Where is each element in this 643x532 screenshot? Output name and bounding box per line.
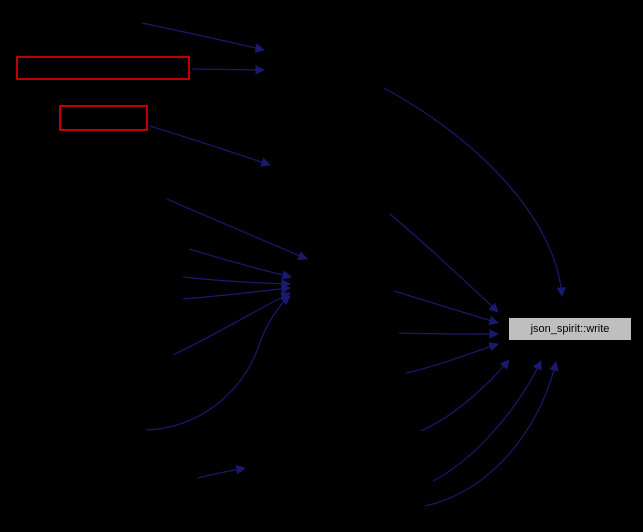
edge-12 — [393, 290, 499, 326]
edge-5 — [188, 248, 292, 280]
edge-10 — [383, 87, 567, 297]
edge-13 — [398, 329, 499, 339]
truncated-node-1[interactable] — [16, 56, 190, 80]
edge-7 — [182, 284, 291, 300]
edge-3 — [149, 125, 271, 167]
truncated-node-2[interactable] — [59, 105, 148, 131]
edge-2 — [191, 65, 265, 75]
edge-9 — [145, 295, 291, 431]
edge-6 — [182, 276, 291, 289]
edge-14 — [405, 342, 499, 374]
edge-16 — [432, 360, 542, 482]
edge-4 — [166, 198, 308, 261]
node-json-spirit-write: json_spirit::write — [508, 317, 632, 341]
edge-18 — [196, 464, 246, 479]
edge-17 — [424, 361, 559, 507]
edge-15 — [420, 359, 510, 432]
edge-8 — [172, 292, 291, 356]
edge-1 — [141, 22, 265, 53]
edge-11 — [389, 213, 499, 313]
